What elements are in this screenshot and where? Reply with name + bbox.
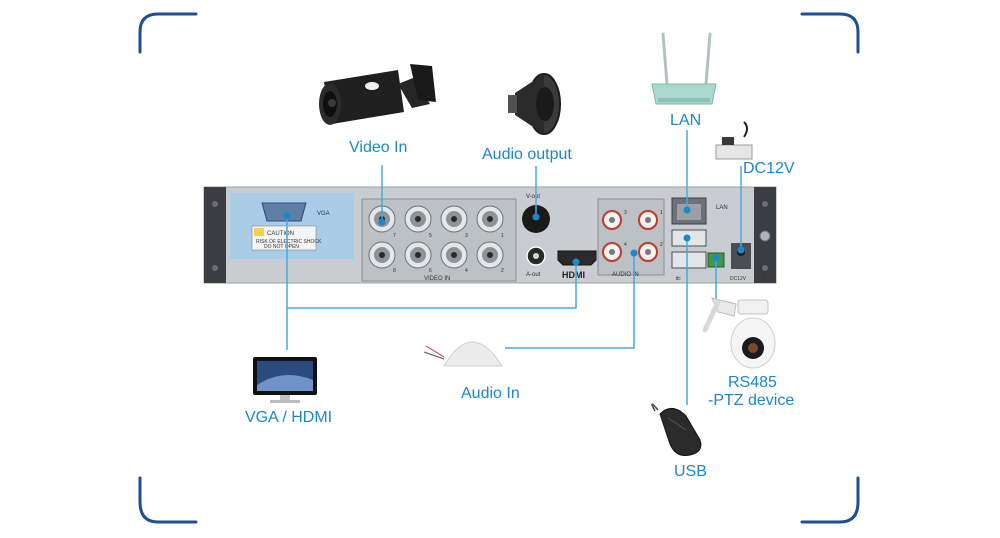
bnc-port-number: 2 xyxy=(501,268,504,274)
bnc-port: 5 xyxy=(404,205,432,239)
rca-port-number: 3 xyxy=(624,210,627,216)
power-adapter-icon xyxy=(715,121,753,160)
audio-in-port-label: AUDIO IN xyxy=(612,272,639,278)
connection-dots xyxy=(283,206,745,266)
caution-title: CAUTION xyxy=(267,231,294,237)
hdmi-zone: HDMI xyxy=(557,250,597,280)
ground-screw xyxy=(759,230,771,242)
frame-brackets xyxy=(138,12,860,524)
vga-port xyxy=(261,202,307,222)
hdmi-logo-label: HDMI xyxy=(562,270,585,280)
bnc-port-number: 3 xyxy=(465,233,468,239)
dc12v-label: DC12V xyxy=(743,160,795,177)
lan-port-label: LAN xyxy=(716,205,728,211)
a-out-label: A-out xyxy=(526,272,541,278)
bnc-port: 4 xyxy=(440,241,468,274)
rca-port-number: 1 xyxy=(660,210,663,216)
caution-sticker: CAUTION RISK OF ELECTRIC SHOCK DO NOT OP… xyxy=(251,225,322,251)
rca-port-number: 4 xyxy=(624,242,627,248)
audio-in-zone: 3 1 4 2 AUDIO IN xyxy=(597,198,665,278)
bnc-port-number: 1 xyxy=(501,233,504,239)
bnc-port-number: 4 xyxy=(465,268,468,274)
ground-symbol: ⏚ xyxy=(761,271,766,278)
bnc-port: 3 xyxy=(440,205,468,239)
video-in-port-label: VIDEO IN xyxy=(424,276,450,282)
usb-label: USB xyxy=(674,463,707,480)
mouse-icon xyxy=(651,403,702,456)
bnc-port-number: 6 xyxy=(429,268,432,274)
vga-zone: VGA CAUTION RISK OF ELECTRIC SHOCK DO NO… xyxy=(230,193,354,259)
bnc-port-number: 7 xyxy=(393,233,396,239)
connection-lines xyxy=(286,130,742,405)
usb-port-2 xyxy=(671,251,707,269)
hdmi-line xyxy=(287,262,577,309)
bnc-port: 8 xyxy=(368,241,396,274)
video-in-label: Video In xyxy=(349,139,407,156)
v-out-label: V-out xyxy=(526,194,540,200)
usb-symbol: ⇇ xyxy=(676,275,681,282)
rca-port: 3 xyxy=(602,210,627,230)
audio-in-line xyxy=(505,253,635,349)
audio-output-label: Audio output xyxy=(482,146,572,163)
audio-in-label: Audio In xyxy=(461,385,520,402)
rs485-label: RS485 xyxy=(728,374,777,391)
bnc-port: 6 xyxy=(404,241,432,274)
rca-port: 2 xyxy=(638,242,663,262)
ptz-device-label: -PTZ device xyxy=(708,392,794,409)
ptz-camera-icon xyxy=(702,297,776,369)
rca-port-grid: 3 1 4 2 xyxy=(602,210,663,262)
bnc-port-grid: 7 5 3 1 8 6 4 2 xyxy=(368,205,504,274)
bnc-port: 2 xyxy=(476,241,504,274)
rca-port: 4 xyxy=(602,242,627,262)
monitor-icon xyxy=(253,357,317,403)
video-in-zone: 7 5 3 1 8 6 4 2 VIDEO IN xyxy=(361,198,517,282)
caution-line-2: DO NOT OPEN xyxy=(264,244,299,250)
caution-line-1: RISK OF ELECTRIC SHOCK xyxy=(256,239,322,245)
vga-hdmi-label: VGA / HDMI xyxy=(245,409,332,426)
microphone-icon xyxy=(423,341,503,367)
lan-label: LAN xyxy=(670,112,701,129)
speaker-icon xyxy=(508,73,561,135)
bnc-port: 1 xyxy=(476,205,504,239)
router-icon xyxy=(651,32,717,105)
bnc-port-number: 5 xyxy=(429,233,432,239)
hdmi-port xyxy=(557,250,597,266)
vga-port-label: VGA xyxy=(317,211,330,217)
dc12v-port-label: DC12V xyxy=(730,276,747,282)
rca-port: 1 xyxy=(638,210,663,230)
bnc-port-number: 8 xyxy=(393,268,396,274)
camera-icon xyxy=(319,64,436,125)
rca-port-number: 2 xyxy=(660,242,663,248)
